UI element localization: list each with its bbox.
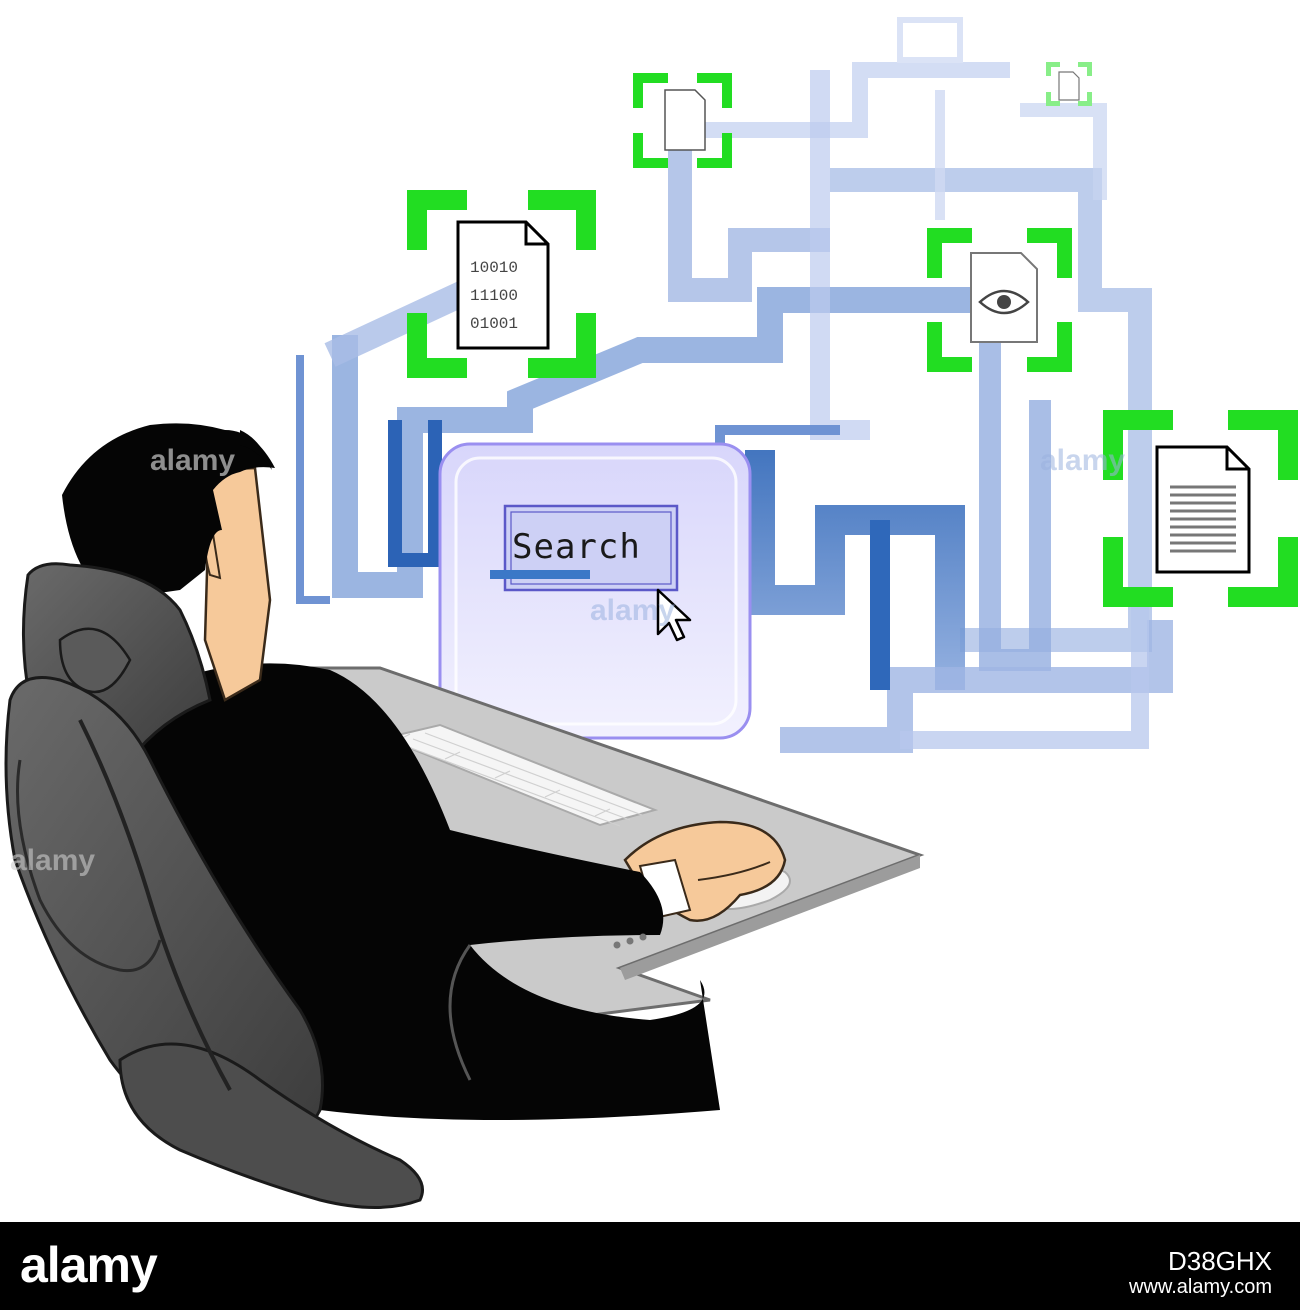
pipe-right [830,17,1152,671]
head [62,423,275,702]
text-file-icon [1155,445,1251,574]
mouse-cursor-icon [656,588,692,642]
binary-line-1: 10010 [470,259,518,277]
svg-text:alamy: alamy [1040,444,1125,477]
image-id: D38GHX [1167,1246,1272,1276]
focus-frame [1046,62,1092,106]
site-url[interactable]: www.alamy.com [1129,1276,1272,1298]
binary-line-3: 01001 [470,315,518,333]
binary-line-2: 11100 [470,287,518,305]
document-text[interactable] [1103,410,1298,607]
alamy-logo: alamy [20,1237,158,1293]
data-pipes [296,17,1173,753]
pipe-top-left [668,62,1010,440]
hair [62,423,275,600]
hand [623,820,787,922]
watermarks-light: alamy [10,844,95,877]
focus-frame [1103,410,1298,607]
focus-frame [633,73,732,168]
svg-text:alamy: alamy [150,444,235,477]
focus-frame [927,228,1072,372]
small-file-icon [1058,71,1080,101]
binary-file-icon: 10010 11100 01001 [456,220,550,350]
footer-bar: alamy D38GHX www.alamy.com [0,1222,1300,1310]
svg-text:alamy: alamy [590,594,675,627]
office-chair [4,562,424,1209]
search-box[interactable]: Search [503,504,679,592]
keyboard[interactable] [381,723,659,827]
pipe-lower [715,425,1173,753]
focus-frame [407,190,596,378]
document-small[interactable] [1046,62,1092,106]
document-view[interactable] [927,228,1072,372]
watermarks: alamy alamy alamy [150,444,1125,627]
search-progress-bar [490,570,590,579]
blank-file-icon [664,89,706,151]
view-file-icon [970,252,1038,343]
search-label: Search [512,527,641,567]
svg-text:alamy: alamy [10,844,95,877]
search-screen[interactable]: Search [438,442,752,740]
document-blank[interactable] [633,73,732,168]
document-binary[interactable]: 10010 11100 01001 [407,190,596,378]
